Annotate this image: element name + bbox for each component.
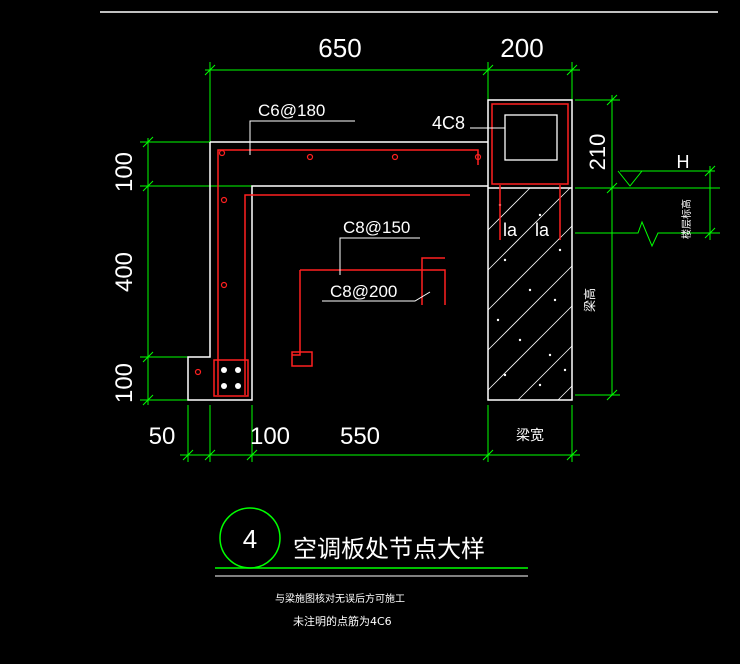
label-floor-height: 楼层标高 — [680, 199, 693, 239]
dim-H: H — [677, 152, 690, 172]
corner-bars — [221, 367, 241, 389]
note-line-2: 未注明的点筋为4C6 — [293, 614, 392, 628]
beam-concrete-dots — [496, 203, 567, 387]
note-line-1: 与梁施图核对无误后方可施工 — [275, 592, 405, 605]
drawing-title: 空调板处节点大样 — [293, 535, 485, 563]
rebar — [213, 103, 569, 397]
dim-650: 650 — [318, 33, 361, 63]
label-beam-width: 梁宽 — [516, 427, 544, 444]
dim-right-210: 210 — [585, 134, 610, 171]
label-la-right: la — [535, 220, 550, 240]
dim-bottom-100: 100 — [250, 423, 290, 450]
rebar-dots — [194, 149, 482, 376]
title-number: 4 — [243, 524, 257, 554]
label-4c8: 4C8 — [432, 113, 465, 133]
dim-left-100-top: 100 — [111, 152, 138, 192]
dim-bottom-550: 550 — [340, 423, 380, 450]
leader-lines — [249, 120, 505, 302]
beam-hatch — [487, 187, 573, 401]
label-beam-height: 梁高 — [582, 288, 597, 312]
label-c6-180: C6@180 — [258, 101, 325, 120]
label-c8-150: C8@150 — [343, 218, 410, 237]
beam-core-box — [504, 114, 558, 161]
dim-left-400: 400 — [111, 252, 138, 292]
dim-200: 200 — [500, 33, 543, 63]
label-la-left: la — [503, 220, 518, 240]
dimension-lines — [140, 62, 720, 462]
slab-outline — [187, 99, 573, 401]
dim-left-100-bottom: 100 — [111, 363, 138, 403]
label-c8-200: C8@200 — [330, 282, 397, 301]
dim-bottom-50: 50 — [149, 423, 176, 450]
